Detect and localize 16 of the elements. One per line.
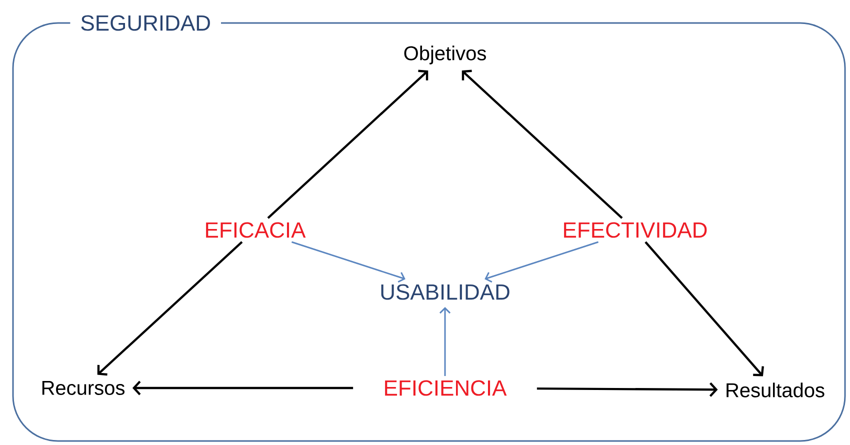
arrow xyxy=(644,241,764,376)
arrow xyxy=(484,241,599,283)
arrow xyxy=(132,380,354,396)
arrow xyxy=(439,307,451,376)
node-label: Recursos xyxy=(42,381,124,395)
node-label: EFECTIVIDAD xyxy=(564,222,707,238)
arrow xyxy=(97,241,243,376)
arrow xyxy=(292,241,406,283)
node-label: USABILIDAD xyxy=(381,284,510,300)
node-label: EFICACIA xyxy=(206,222,306,238)
arrow xyxy=(462,70,623,219)
arrow xyxy=(536,382,718,397)
node-label: Objetivos xyxy=(404,46,486,64)
node-label: EFICIENCIA xyxy=(385,380,507,396)
node-label: Resultados xyxy=(726,382,824,398)
arrow xyxy=(267,70,428,219)
